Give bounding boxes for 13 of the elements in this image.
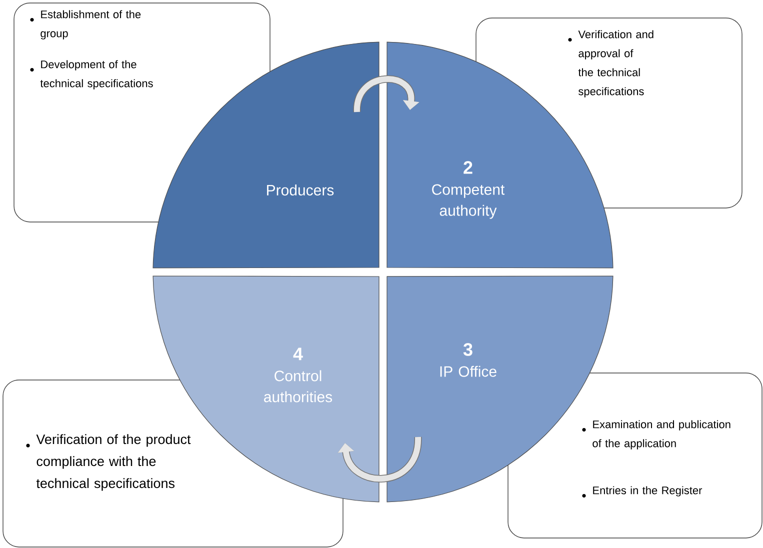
curved-arrow	[338, 436, 422, 482]
quadrant-label: Producers	[267, 184, 334, 196]
bullet-text: Development of the technical specifications	[40, 60, 153, 90]
bullet-text: Entries in the Register	[593, 486, 702, 496]
bullet-text: Verification and approval of the technical specifications	[578, 30, 654, 98]
curved-arrow	[353, 75, 420, 112]
quadrant-label: 4 Control authorities	[264, 348, 332, 402]
quadrant-label: 3 IP Office	[440, 343, 496, 377]
bullet-text: Verification of the product compliance with the technical specifications	[36, 434, 191, 491]
quadrant-sector	[152, 42, 380, 268]
bullet-text: Establishment of the group	[40, 10, 141, 40]
bullet-text: Examination and publication of the application	[592, 420, 730, 450]
quadrant-label: 2 Competent authority	[432, 161, 505, 219]
